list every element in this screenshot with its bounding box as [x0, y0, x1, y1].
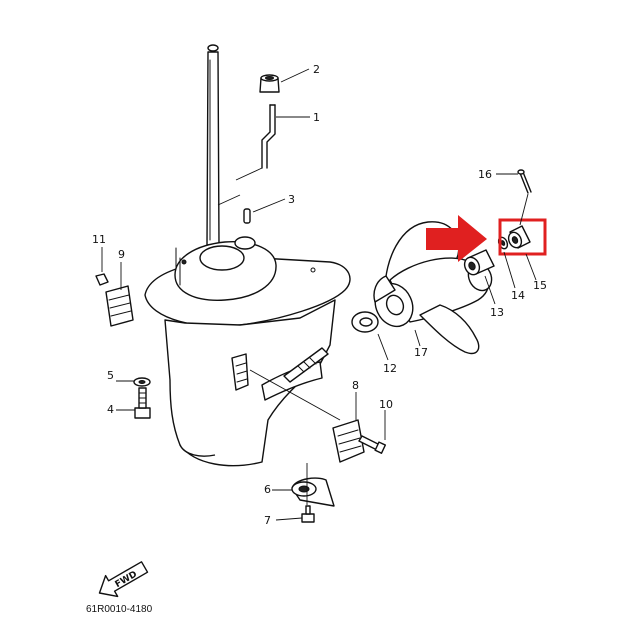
callout-5: 5: [107, 369, 114, 382]
dowel-pin: [243, 208, 251, 224]
propeller: [373, 221, 493, 355]
callout-13: 13: [490, 306, 504, 319]
callout-10: 10: [379, 398, 393, 411]
drawing-code: 61R0010-4180: [86, 604, 153, 615]
callout-2: 2: [313, 63, 320, 76]
highlight-arrow-icon: [426, 215, 487, 262]
lower-casing: [144, 236, 351, 467]
callout-15: 15: [533, 279, 547, 292]
shift-rod: [261, 104, 276, 169]
callout-1: 1: [313, 111, 320, 124]
drive-shaft: [206, 44, 220, 246]
callout-8: 8: [352, 379, 359, 392]
plate-9: [105, 285, 134, 327]
callout-11: 11: [92, 233, 106, 246]
callout-4: 4: [107, 403, 114, 416]
trim-tab: [291, 477, 335, 507]
callout-16: 16: [478, 168, 492, 181]
bolt-4: [134, 387, 151, 419]
callout-12: 12: [383, 362, 397, 375]
callout-9: 9: [118, 248, 125, 261]
leader-lines: [101, 68, 537, 521]
callout-6: 6: [264, 483, 271, 496]
spacer: [463, 249, 495, 276]
bolt-10: [358, 435, 387, 454]
callout-numbers: 1 2 3 4 5 6 7 8 9 10 11 12 13 14 15 16 1…: [92, 63, 547, 527]
callout-14: 14: [511, 289, 525, 302]
plate-8: [332, 419, 365, 463]
callout-3: 3: [288, 193, 295, 206]
highlight-box: [498, 218, 547, 256]
cotter-pin: [517, 169, 532, 194]
callout-7: 7: [264, 514, 271, 527]
thrust-washer: [351, 311, 379, 333]
propeller-nut: [507, 225, 531, 249]
fwd-arrow-icon: FWD: [98, 561, 149, 598]
screw-7: [301, 505, 315, 523]
callout-17: 17: [414, 346, 428, 359]
nut-11: [95, 273, 109, 286]
washer-5: [133, 377, 151, 387]
grommet: [259, 74, 280, 93]
